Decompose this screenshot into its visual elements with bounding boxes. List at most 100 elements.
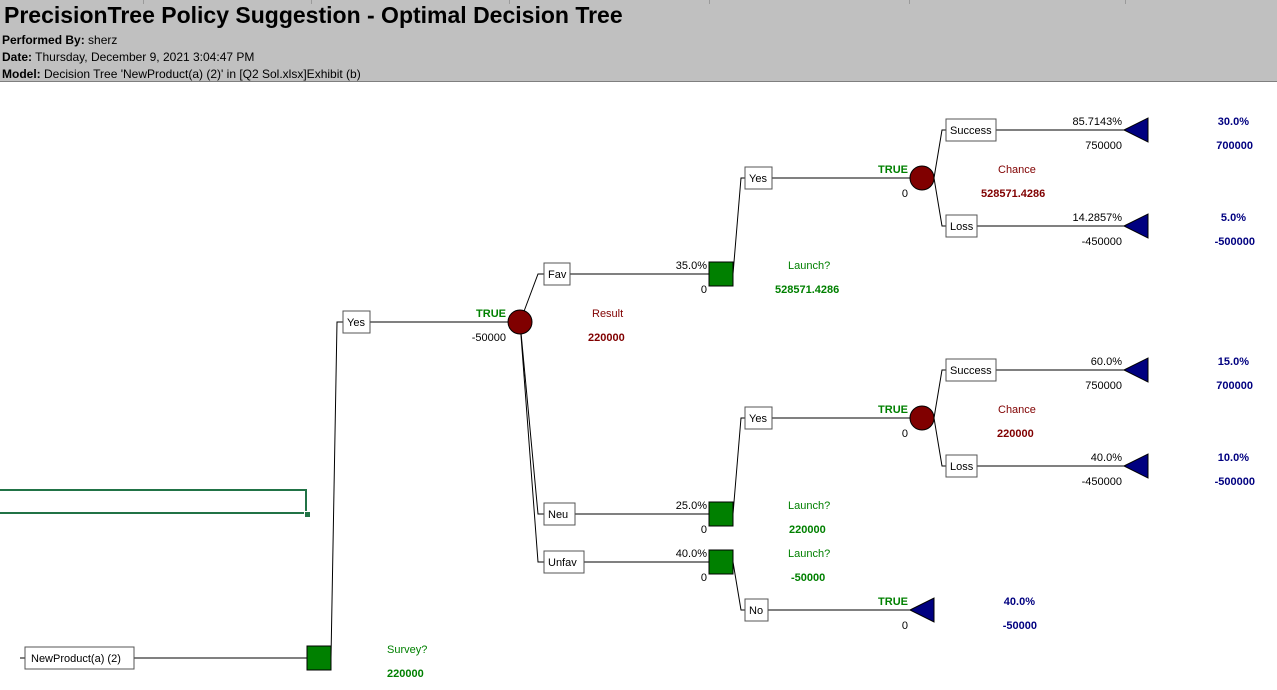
neu-success-end-value: 700000	[1216, 380, 1253, 392]
fav-yes-label: Yes	[749, 173, 767, 185]
neu-loss-prob: 40.0%	[1091, 452, 1122, 464]
survey-decision-node[interactable]	[306, 645, 332, 671]
unfav-no-end-value: -50000	[1003, 620, 1037, 632]
survey-node-name: Survey?	[387, 644, 427, 656]
unfav-no-label: No	[749, 605, 763, 617]
neu-success-end-prob: 15.0%	[1218, 356, 1249, 368]
unfav-no-end-prob: 40.0%	[1004, 596, 1035, 608]
neu-chance-value: 220000	[997, 428, 1034, 440]
fav-loss-end-value: -500000	[1215, 236, 1255, 248]
unfav-no-end-node[interactable]	[908, 597, 935, 623]
neu-loss-end-value: -500000	[1215, 476, 1255, 488]
neu-yes-label-box[interactable]: Yes	[744, 406, 773, 430]
fav-chance-value: 528571.4286	[981, 188, 1045, 200]
unfav-launch-decision-node[interactable]	[708, 549, 734, 575]
model-value: Decision Tree 'NewProduct(a) (2)' in [Q2…	[44, 67, 361, 81]
fav-line	[519, 273, 709, 323]
fav-loss-prob: 14.2857%	[1072, 212, 1122, 224]
model-label: Model:	[2, 67, 41, 81]
fav-loss-label: Loss	[950, 221, 974, 233]
unfav-no-value: 0	[902, 620, 908, 632]
report-header: PrecisionTree Policy Suggestion - Optima…	[0, 0, 1277, 82]
neu-yes-line	[732, 417, 910, 515]
neu-loss-label-box[interactable]: Loss	[945, 454, 978, 478]
fav-yes-flag: TRUE	[878, 164, 908, 176]
column-tick	[311, 0, 312, 4]
date-label: Date:	[2, 50, 33, 64]
column-tick	[509, 0, 510, 4]
performed-by-line: Performed By: sherz	[2, 33, 117, 47]
unfav-value: 0	[701, 572, 707, 584]
neu-loss-line	[933, 417, 1124, 467]
fav-launch-value: 528571.4286	[775, 284, 839, 296]
fav-launch-name: Launch?	[788, 260, 830, 272]
neu-success-value: 750000	[1085, 380, 1122, 392]
neu-label-box[interactable]: Neu	[543, 502, 576, 526]
neu-loss-value: -450000	[1082, 476, 1122, 488]
column-tick	[143, 0, 144, 4]
survey-node-value: 220000	[387, 668, 424, 680]
decision-tree: NewProduct(a) (2) Yes Fav Neu Unfav Yes …	[20, 116, 1255, 680]
unfav-prob: 40.0%	[676, 548, 707, 560]
fav-loss-value: -450000	[1082, 236, 1122, 248]
fav-chance-name: Chance	[998, 164, 1036, 176]
fav-success-end-prob: 30.0%	[1218, 116, 1249, 128]
neu-success-label-box[interactable]: Success	[945, 358, 997, 382]
neu-loss-end-node[interactable]	[1122, 453, 1149, 479]
fav-label-box[interactable]: Fav	[543, 262, 571, 286]
column-tick	[709, 0, 710, 4]
date-line: Date: Thursday, December 9, 2021 3:04:47…	[2, 50, 254, 64]
fav-loss-end-prob: 5.0%	[1221, 212, 1246, 224]
neu-launch-name: Launch?	[788, 500, 830, 512]
neu-value: 0	[701, 524, 707, 536]
result-node-value: 220000	[588, 332, 625, 344]
unfav-no-label-box[interactable]: No	[744, 598, 769, 622]
neu-success-label: Success	[950, 365, 992, 377]
unfav-launch-name: Launch?	[788, 548, 830, 560]
selected-cell[interactable]	[0, 489, 307, 514]
fav-yes-label-box[interactable]: Yes	[744, 166, 773, 190]
neu-launch-value: 220000	[789, 524, 826, 536]
neu-success-line	[933, 369, 1124, 419]
performed-by-label: Performed By:	[2, 33, 85, 47]
column-tick	[1125, 0, 1126, 4]
fav-success-line	[933, 129, 1124, 179]
neu-prob: 25.0%	[676, 500, 707, 512]
fav-chance-node[interactable]	[909, 165, 935, 191]
neu-loss-end-prob: 10.0%	[1218, 452, 1249, 464]
unfav-label-box[interactable]: Unfav	[543, 550, 585, 574]
fill-handle[interactable]	[304, 511, 311, 518]
fav-yes-line	[732, 177, 910, 275]
fav-success-value: 750000	[1085, 140, 1122, 152]
survey-yes-label: Yes	[347, 317, 365, 329]
date-value: Thursday, December 9, 2021 3:04:47 PM	[35, 50, 255, 64]
model-line: Model: Decision Tree 'NewProduct(a) (2)'…	[2, 67, 361, 81]
fav-success-prob: 85.7143%	[1072, 116, 1122, 128]
report-title: PrecisionTree Policy Suggestion - Optima…	[4, 2, 623, 28]
unfav-launch-value: -50000	[791, 572, 825, 584]
fav-launch-decision-node[interactable]	[708, 261, 734, 287]
neu-chance-node[interactable]	[909, 405, 935, 431]
fav-prob: 35.0%	[676, 260, 707, 272]
neu-line	[519, 321, 709, 515]
fav-success-end-value: 700000	[1216, 140, 1253, 152]
unfav-label: Unfav	[548, 557, 577, 569]
fav-success-label-box[interactable]: Success	[945, 118, 997, 142]
root-label-box[interactable]: NewProduct(a) (2)	[24, 646, 135, 670]
neu-loss-label: Loss	[950, 461, 974, 473]
survey-yes-label-box[interactable]: Yes	[342, 310, 371, 334]
neu-success-end-node[interactable]	[1122, 357, 1149, 383]
root-label: NewProduct(a) (2)	[31, 653, 121, 665]
fav-success-end-node[interactable]	[1122, 117, 1149, 143]
result-chance-node[interactable]	[507, 309, 533, 335]
neu-launch-decision-node[interactable]	[708, 501, 734, 527]
unfav-line	[519, 321, 709, 563]
fav-loss-label-box[interactable]: Loss	[945, 214, 978, 238]
neu-yes-flag: TRUE	[878, 404, 908, 416]
branch-lines	[20, 129, 1124, 659]
neu-yes-label: Yes	[749, 413, 767, 425]
result-node-name: Result	[592, 308, 623, 320]
fav-loss-end-node[interactable]	[1122, 213, 1149, 239]
fav-yes-value: 0	[902, 188, 908, 200]
fav-success-label: Success	[950, 125, 992, 137]
